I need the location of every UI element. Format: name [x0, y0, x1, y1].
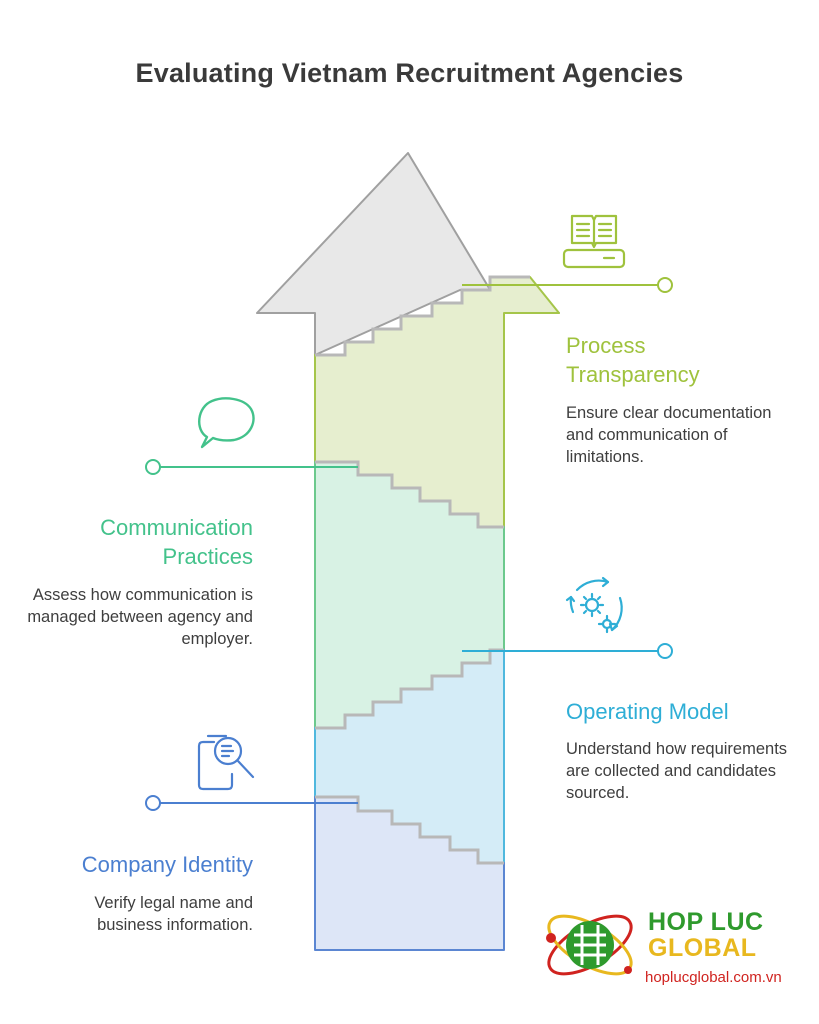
stair-edge	[315, 275, 530, 357]
heading-communication-practices: Communication Practices	[100, 515, 253, 569]
open-book-on-tablet-icon	[562, 214, 626, 269]
logo-text-line1: HOP LUC	[648, 908, 764, 936]
connector-communication-practices	[145, 459, 358, 475]
speech-bubble-icon	[198, 397, 255, 449]
document-magnifier-icon	[197, 734, 255, 791]
description-company-identity: Verify legal name and business informati…	[94, 894, 253, 934]
heading-company-identity: Company Identity	[81, 852, 253, 877]
connector-company-identity	[145, 795, 358, 811]
description-process-transparency: Ensure clear documentation and communica…	[566, 404, 772, 466]
logo-text-line2: GLOBAL	[648, 934, 757, 962]
logo-website-url: hoplucglobal.com.vn	[645, 969, 782, 986]
page-title: Evaluating Vietnam Recruitment Agencies	[135, 58, 684, 88]
connector-operating-model	[462, 643, 673, 659]
connector-process-transparency	[462, 277, 673, 293]
description-operating-model: Understand how requirements are collecte…	[566, 740, 788, 802]
stair-edge	[315, 460, 504, 529]
hop-luc-global-logo-emblem	[546, 914, 633, 976]
stair-edge	[315, 795, 504, 865]
heading-process-transparency: Process Transparency	[566, 333, 700, 387]
description-communication-practices: Assess how communication is managed betw…	[27, 586, 253, 648]
stair-edge	[315, 648, 504, 730]
heading-operating-model: Operating Model	[566, 699, 729, 724]
gears-cycle-icon	[565, 576, 623, 634]
